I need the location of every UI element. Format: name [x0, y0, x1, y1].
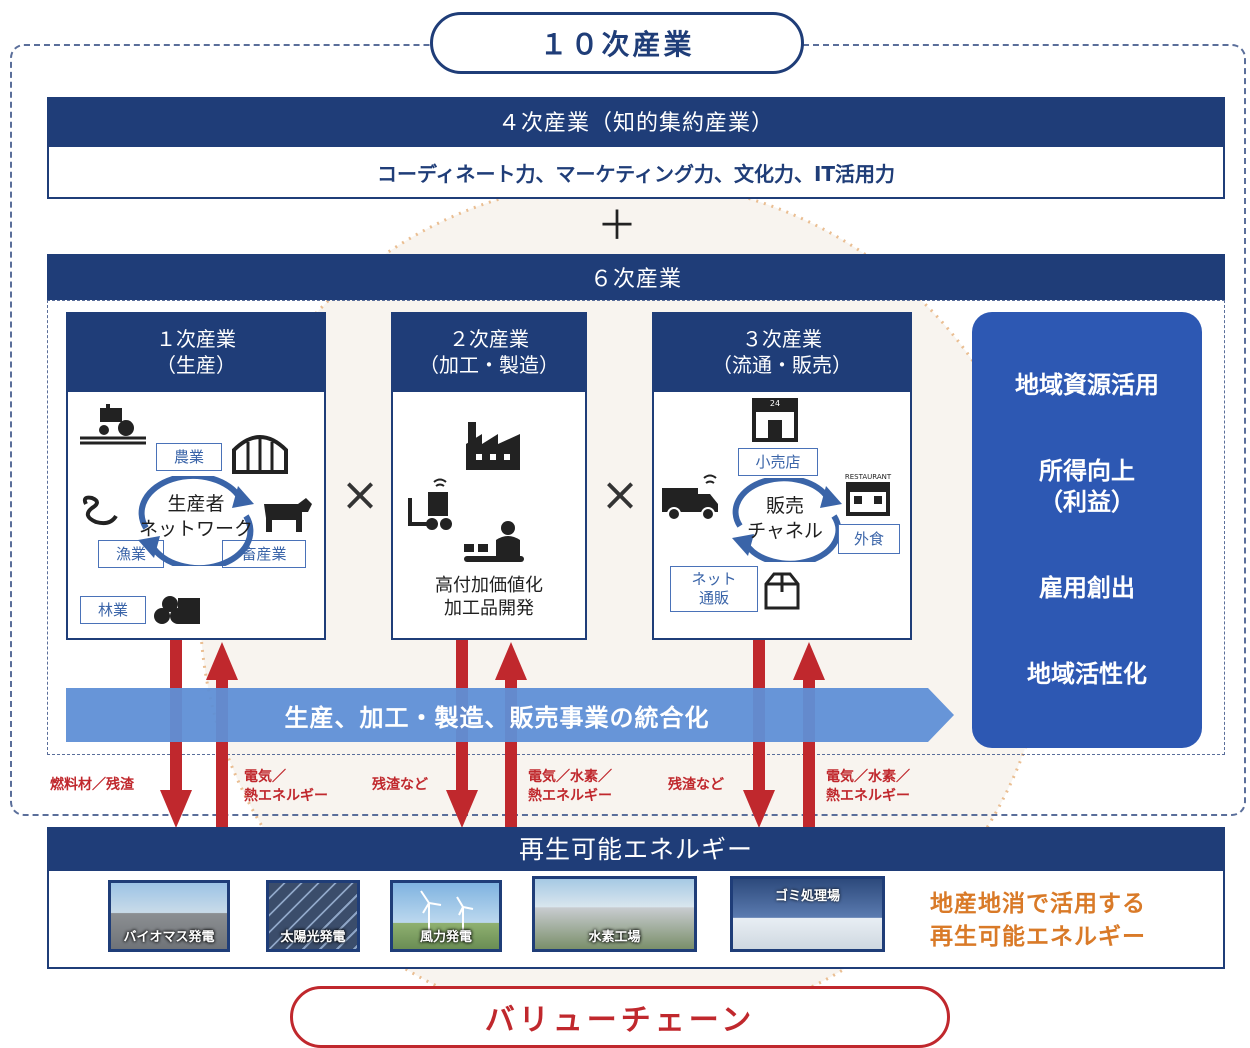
secondary-title: ２次産業: [449, 327, 529, 351]
tag-retail: 小売店: [738, 448, 818, 476]
sales-channel-label: 販売 チャネル: [747, 495, 823, 542]
primary-title: １次産業: [156, 327, 236, 351]
wind-photo: 風力発電: [390, 880, 502, 952]
flow-label-power-hydrogen-1: 電気／水素／ 熱エネルギー: [528, 769, 612, 804]
package-box-icon: [764, 572, 800, 610]
tertiary-title: ３次産業: [742, 327, 822, 351]
tenth-industry-title: １０次産業: [430, 12, 804, 74]
quaternary-header: ４次産業（知的集約産業）: [47, 97, 1225, 145]
primary-industry-header: １次産業 （生産）: [66, 312, 326, 392]
restaurant-icon: RESTAURANT: [845, 473, 892, 516]
plus-sign: ＋: [597, 203, 637, 249]
integration-label: 生産、加工・製造、販売事業の統合化: [284, 703, 710, 732]
tag-online-sales: ネット 通販: [670, 566, 758, 612]
senary-frame: [47, 300, 1225, 755]
tractor-icon: [80, 404, 146, 445]
logs-icon: [154, 596, 200, 624]
wind-caption: 風力発電: [419, 930, 472, 945]
greenhouse-icon: [232, 435, 288, 474]
biomass-photo: バイオマス発電: [108, 880, 230, 952]
outcome-income: 所得向上 （利益）: [1039, 456, 1135, 516]
flow-label-power-heat-1: 電気／ 熱エネルギー: [244, 769, 328, 804]
factory-icon: [466, 422, 520, 470]
cow-icon: [264, 498, 312, 532]
flow-label-residue-2: 残渣など: [668, 777, 724, 793]
tertiary-industry-header: ３次産業 （流通・販売）: [652, 312, 912, 392]
integration-arrow: [66, 688, 954, 742]
wind-turbine-icon: [420, 890, 474, 939]
flow-label-fuel: 燃料材／残渣: [50, 777, 134, 793]
local-energy-note: 地産地消で活用する 再生可能エネルギー: [930, 891, 1146, 951]
tag-livestock: 畜産業: [222, 540, 306, 568]
convenience-store-icon: 24: [752, 398, 798, 442]
tag-forestry: 林業: [80, 596, 146, 624]
secondary-sub: （加工・製造）: [419, 353, 559, 377]
waste-plant-photo: ゴミ処理場: [730, 876, 885, 952]
tenth-industry-label: １０次産業: [539, 28, 695, 61]
outcome-revitalization: 地域活性化: [1027, 660, 1147, 689]
outcome-employment: 雇用創出: [1039, 574, 1135, 603]
outcome-regional-resources: 地域資源活用: [1015, 370, 1159, 399]
tag-dining-out: 外食: [838, 524, 900, 554]
secondary-industry-header: ２次産業 （加工・製造）: [391, 312, 587, 392]
outcomes-panel: 地域資源活用 所得向上 （利益） 雇用創出 地域活性化: [972, 312, 1202, 748]
renewable-header: 再生可能エネルギー: [47, 827, 1225, 869]
waste-plant-caption: ゴミ処理場: [774, 889, 840, 904]
value-chain-label: バリューチェーン: [484, 1003, 756, 1038]
tertiary-sub: （流通・販売）: [712, 353, 852, 377]
flow-label-residue-1: 残渣など: [372, 777, 428, 793]
fishing-hook-icon: [82, 495, 118, 526]
hydrogen-photo: 水素工場: [532, 876, 697, 952]
primary-sub: （生産）: [156, 353, 236, 377]
store-number: 24: [770, 399, 780, 408]
biomass-caption: バイオマス発電: [123, 930, 215, 945]
conveyor-worker-icon: [464, 521, 524, 562]
multiply-sign-1: ×: [340, 467, 380, 521]
quaternary-subtitle: コーディネート力、マーケティング力、文化力、IT活用力: [47, 145, 1225, 199]
cycle-arrows-icon: [138, 476, 254, 566]
flow-label-power-hydrogen-2: 電気／水素／ 熱エネルギー: [826, 769, 910, 804]
delivery-truck-icon: [662, 474, 718, 521]
value-chain-pill: バリューチェーン: [290, 986, 950, 1048]
hydrogen-caption: 水素工場: [588, 930, 641, 945]
restaurant-sign: RESTAURANT: [845, 473, 892, 481]
forklift-icon: [408, 478, 452, 530]
solar-photo: 太陽光発電: [266, 880, 360, 952]
value-added-label: 高付加価値化 加工品開発: [435, 575, 543, 620]
multiply-sign-2: ×: [600, 467, 640, 521]
producer-network-label: 生産者 ネットワーク: [138, 493, 253, 540]
senary-header: ６次産業: [47, 254, 1225, 300]
solar-caption: 太陽光発電: [280, 930, 346, 945]
tag-agriculture: 農業: [156, 443, 222, 471]
